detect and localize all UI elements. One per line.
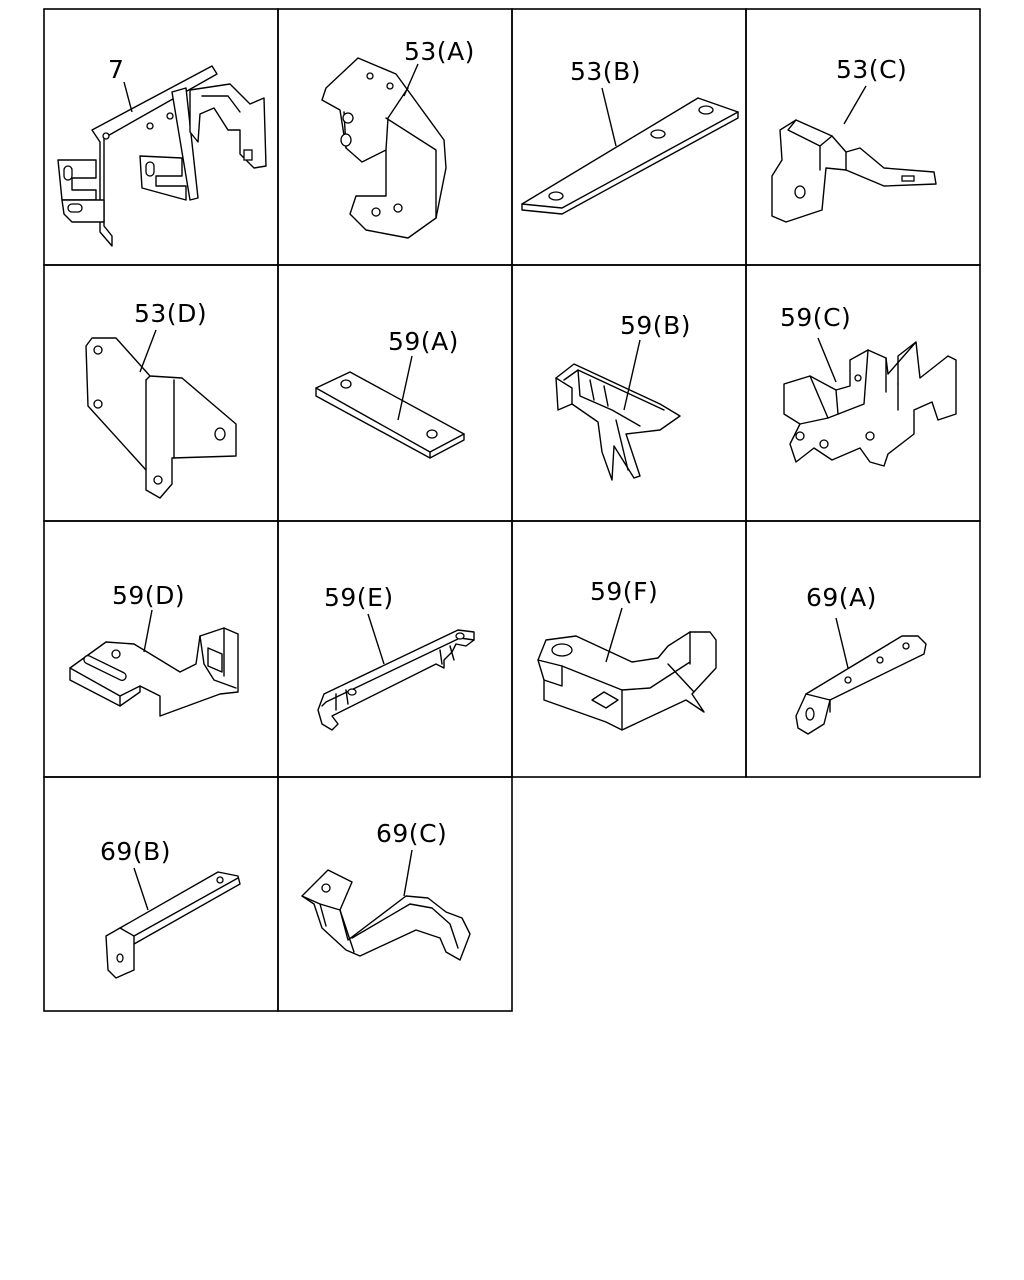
callout-label: 59(F)	[590, 577, 658, 606]
callout-label: 53(B)	[570, 57, 641, 86]
callout-label: 59(D)	[112, 581, 185, 610]
callout-label: 53(A)	[404, 37, 475, 66]
cell-53C[interactable]: 53(C)	[745, 8, 981, 266]
callout-label: 59(E)	[324, 583, 394, 612]
leader-line	[143, 609, 153, 653]
bracket-69B-drawing	[105, 871, 241, 979]
cell-59E[interactable]: 59(E)	[277, 520, 513, 778]
cell-59B[interactable]: 59(B)	[511, 264, 747, 522]
bracket-53B-drawing	[521, 97, 739, 215]
cell-7[interactable]: 7	[43, 8, 279, 266]
leader-line	[123, 81, 133, 113]
cell-59A[interactable]: 59(A)	[277, 264, 513, 522]
callout-label: 53(C)	[836, 55, 907, 84]
callout-label: 69(A)	[806, 583, 877, 612]
bracket-53D-drawing	[85, 337, 237, 499]
bracket-59D-drawing	[69, 627, 239, 717]
leader-line	[623, 339, 641, 411]
cell-53B[interactable]: 53(B)	[511, 8, 747, 266]
cell-59F[interactable]: 59(F)	[511, 520, 747, 778]
callout-label: 59(C)	[780, 303, 851, 332]
bracket-59C-drawing	[783, 341, 957, 467]
bracket-53A-drawing	[321, 57, 447, 239]
leader-line	[605, 607, 623, 663]
bracket-69A-drawing	[795, 635, 927, 735]
callout-label: 7	[108, 55, 124, 84]
leader-line	[367, 613, 385, 665]
leader-line	[817, 337, 837, 383]
cell-53A[interactable]: 53(A)	[277, 8, 513, 266]
leader-line	[843, 85, 867, 125]
leader-line	[403, 849, 413, 897]
bracket-53C-drawing	[771, 119, 937, 223]
bracket-59E-drawing	[317, 629, 475, 731]
bracket-59F-drawing	[537, 631, 717, 731]
leader-line	[835, 617, 849, 669]
callout-label: 69(B)	[100, 837, 171, 866]
leader-line	[133, 867, 149, 911]
cell-69C[interactable]: 69(C)	[277, 776, 513, 1012]
cell-59D[interactable]: 59(D)	[43, 520, 279, 778]
cell-53D[interactable]: 53(D)	[43, 264, 279, 522]
callout-label: 59(B)	[620, 311, 691, 340]
callout-label: 59(A)	[388, 327, 459, 356]
cell-69A[interactable]: 69(A)	[745, 520, 981, 778]
callout-label: 69(C)	[376, 819, 447, 848]
bracket-59A-drawing	[315, 371, 465, 459]
callout-label: 53(D)	[134, 299, 207, 328]
leader-line	[139, 329, 157, 373]
leader-line	[601, 87, 617, 147]
leader-line	[403, 63, 419, 97]
cell-59C[interactable]: 59(C)	[745, 264, 981, 522]
bracket-69C-drawing	[301, 869, 471, 961]
bracket-59B-drawing	[555, 363, 681, 481]
bracket-7-drawing	[57, 65, 267, 247]
leader-line	[397, 355, 413, 421]
cell-69B[interactable]: 69(B)	[43, 776, 279, 1012]
